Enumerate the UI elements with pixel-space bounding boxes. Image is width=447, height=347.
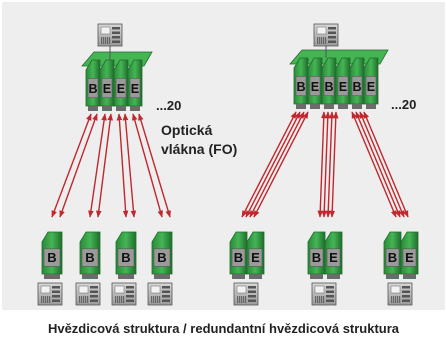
left-io-module-4: B	[151, 231, 173, 279]
left-io-module-2: B	[79, 231, 101, 279]
figure-caption: Hvězdicová struktura / redundantní hvězd…	[47, 321, 400, 336]
module-letter: E	[311, 80, 319, 94]
head-module-2: E	[307, 57, 323, 109]
module-letter: B	[157, 250, 166, 265]
head-module-4: E	[127, 59, 143, 111]
left-top-computer-icon	[97, 23, 123, 47]
left-io-module-3: B	[115, 231, 137, 279]
right-io-module-b-1: B	[229, 231, 248, 279]
fiber-arrow-icon	[253, 111, 309, 218]
right-io-computer-icon-2	[311, 282, 337, 306]
left-io-computer-icon-3	[111, 282, 137, 306]
fiber-arrow-icon	[325, 111, 335, 218]
head-module-4: E	[335, 57, 351, 109]
fiber-arrow-icon	[321, 111, 331, 218]
right-io-module-e-2: E	[324, 231, 343, 279]
head-module-2: E	[99, 59, 115, 111]
left-io-module-1: B	[41, 231, 63, 279]
fiber-arrow-icon	[351, 111, 397, 218]
module-letter: E	[339, 80, 347, 94]
fiber-label-line1: Optická	[161, 122, 213, 138]
module-letter: B	[88, 82, 97, 96]
head-module-3: E	[113, 59, 129, 111]
module-letter: E	[131, 82, 139, 96]
module-letter: E	[367, 80, 375, 94]
head-module-6: E	[363, 57, 379, 109]
module-letter: E	[329, 250, 338, 265]
module-letter: B	[85, 250, 94, 265]
module-letter: B	[47, 250, 56, 265]
left-io-computer-icon-4	[147, 282, 173, 306]
module-letter: B	[352, 80, 361, 94]
right-io-module-b-3: B	[383, 231, 402, 279]
fiber-arrow-icon	[59, 113, 98, 218]
left-io-computer-icon-1	[37, 282, 63, 306]
head-module-5: B	[349, 57, 365, 109]
module-letter: E	[117, 82, 125, 96]
fiber-arrow-icon	[249, 111, 305, 218]
fiber-arrow-icon	[355, 111, 401, 218]
fiber-label-line2: vlákna (FO)	[161, 141, 238, 157]
right-io-module-e-3: E	[400, 231, 419, 279]
right-io-module-e-1: E	[246, 231, 265, 279]
fiber-arrow-icon	[138, 113, 171, 218]
fiber-arrow-icon	[96, 113, 113, 218]
left-count-label: ...20	[156, 98, 182, 113]
module-letter: B	[121, 250, 130, 265]
left-io-computer-icon-2	[75, 282, 101, 306]
right-io-computer-icon-1	[233, 282, 259, 306]
fiber-arrow-icon	[359, 111, 405, 218]
module-letter: B	[388, 250, 397, 265]
right-top-computer-icon	[313, 23, 339, 47]
fiber-arrow-icon	[88, 113, 107, 218]
head-module-1: B	[85, 59, 101, 111]
module-letter: B	[312, 250, 321, 265]
fiber-arrow-icon	[122, 113, 137, 218]
module-letter: E	[103, 82, 111, 96]
module-letter: E	[251, 250, 260, 265]
head-module-1: B	[293, 57, 309, 109]
module-letter: E	[405, 250, 414, 265]
fiber-arrow-icon	[317, 111, 327, 218]
fiber-arrow-icon	[116, 113, 129, 218]
head-module-3: B	[321, 57, 337, 109]
right-io-computer-icon-3	[387, 282, 413, 306]
fiber-arrow-icon	[245, 111, 301, 218]
fiber-links	[51, 111, 409, 218]
fiber-arrow-icon	[329, 111, 339, 218]
module-letter: B	[324, 80, 333, 94]
module-letter: B	[296, 80, 305, 94]
fiber-arrow-icon	[241, 111, 297, 218]
right-count-label: ...20	[391, 97, 417, 112]
right-io-module-b-2: B	[307, 231, 326, 279]
computers-layer	[37, 23, 413, 306]
fiber-arrow-icon	[51, 113, 92, 218]
module-letter: B	[234, 250, 243, 265]
fiber-arrow-icon	[363, 111, 409, 218]
fiber-arrow-icon	[132, 113, 163, 218]
